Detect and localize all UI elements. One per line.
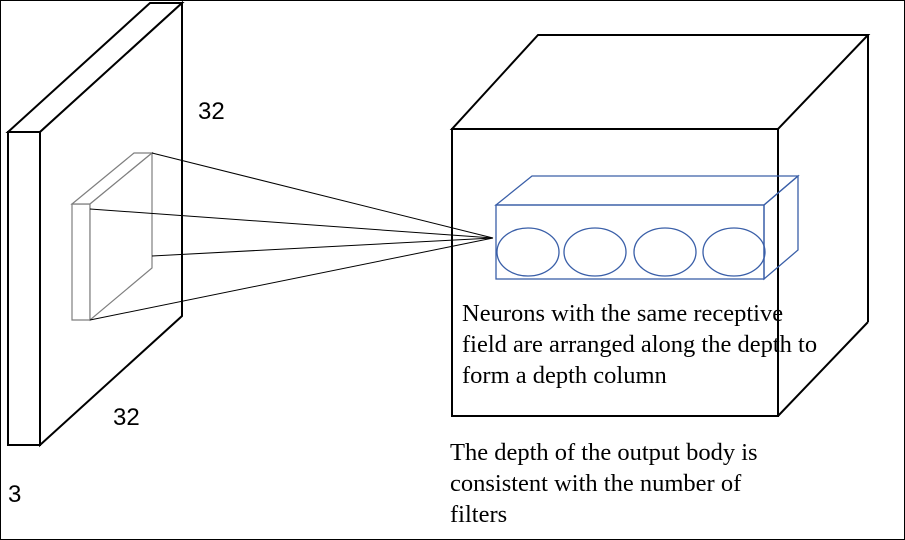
receptive-field-side <box>71 203 91 321</box>
neuron-4 <box>702 227 766 277</box>
input-height-label: 32 <box>198 98 225 125</box>
output-volume-top <box>449 34 871 130</box>
depth-column-top <box>494 175 800 206</box>
depth-column-side <box>763 174 799 281</box>
depth-column-caption-line-2: field are arranged along the depth to <box>462 331 818 358</box>
projection-line-3 <box>151 237 494 257</box>
receptive-field-front <box>89 151 153 322</box>
neuron-1 <box>496 227 560 277</box>
input-volume-side <box>7 131 41 446</box>
output-depth-caption-line-1: The depth of the output body is <box>450 439 758 466</box>
projection-line-2 <box>89 208 494 239</box>
projection-line-1 <box>151 152 494 239</box>
input-depth-label: 3 <box>8 481 22 508</box>
depth-column <box>494 174 800 281</box>
receptive-field <box>70 151 154 322</box>
output-volume <box>449 34 871 417</box>
output-depth-caption-line-2: consistent with the number of <box>450 470 742 497</box>
neuron-3 <box>633 227 697 277</box>
output-volume-front <box>451 128 779 417</box>
projection-line-4 <box>89 237 494 321</box>
depth-column-caption-line-1: Neurons with the same receptive <box>462 300 784 327</box>
neuron-2 <box>563 227 627 277</box>
output-volume-edge-right-bottom <box>777 321 869 417</box>
depth-column-caption: Neurons with the same receptive field ar… <box>462 298 817 391</box>
output-depth-caption-line-3: filters <box>450 501 508 528</box>
depth-column-caption-line-3: form a depth column <box>462 362 667 389</box>
output-depth-caption: The depth of the output body is consiste… <box>450 437 758 530</box>
input-width-label: 32 <box>113 404 140 431</box>
depth-column-front <box>495 204 765 280</box>
projection-lines <box>89 152 494 321</box>
